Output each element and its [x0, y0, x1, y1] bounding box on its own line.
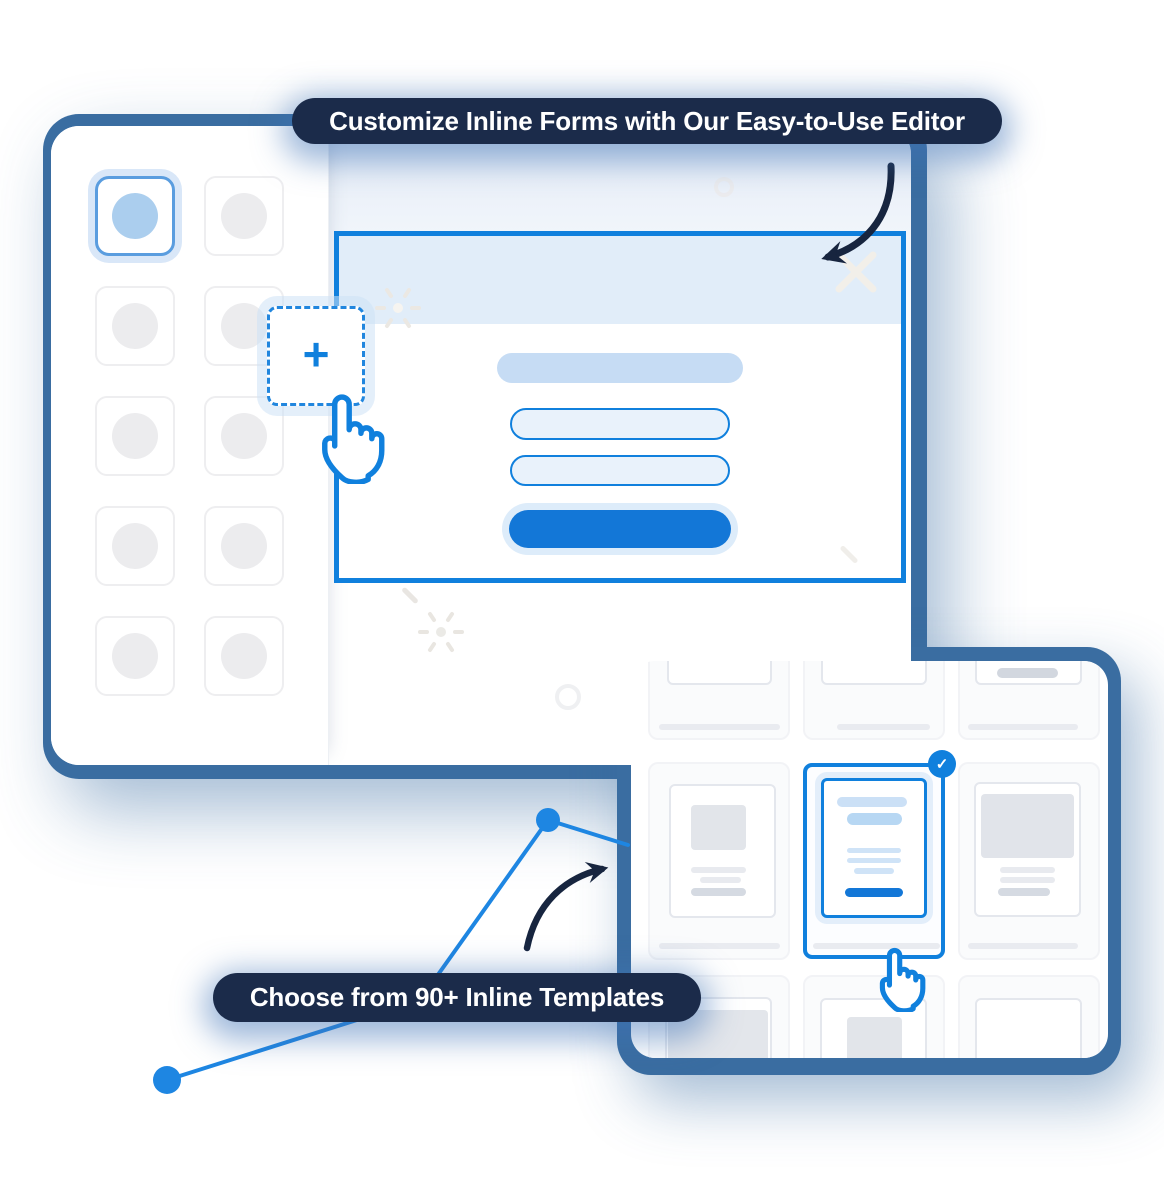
template-preview: [975, 998, 1082, 1058]
tile-dot: [112, 193, 158, 239]
layout-tile[interactable]: [204, 176, 284, 256]
layout-tile[interactable]: [95, 616, 175, 696]
placeholder-shape: [659, 709, 718, 719]
tile-dot: [112, 523, 158, 569]
placeholder-shape: [691, 867, 746, 873]
placeholder-shape: [688, 661, 750, 667]
layout-tile[interactable]: [204, 396, 284, 476]
placeholder-shape: [837, 797, 907, 807]
check-icon: ✓: [935, 755, 949, 773]
placeholder-shape: [990, 1015, 1063, 1025]
placeholder-shape: [1000, 877, 1055, 883]
placeholder-shape: [659, 943, 780, 949]
tile-dot: [221, 523, 267, 569]
placeholder-shape: [997, 668, 1058, 678]
placeholder-shape: [700, 877, 741, 883]
tile-dot: [221, 413, 267, 459]
add-icon: +: [302, 328, 330, 380]
placeholder-shape: [847, 661, 900, 668]
templates-panel: ✓: [631, 661, 1108, 1058]
placeholder-shape: [968, 929, 1026, 939]
placeholder-shape: [847, 813, 902, 825]
template-preview: [667, 661, 772, 685]
add-block-button[interactable]: +: [267, 306, 365, 406]
placeholder-shape: [691, 888, 746, 896]
tile-dot: [221, 303, 267, 349]
layout-tile[interactable]: [95, 506, 175, 586]
form-field-placeholder[interactable]: [510, 455, 730, 486]
placeholder-shape: [837, 724, 930, 730]
caption-templates: Choose from 90+ Inline Templates: [213, 973, 701, 1022]
layout-tile[interactable]: [95, 396, 175, 476]
placeholder-shape: [1000, 867, 1055, 873]
placeholder-shape: [1002, 1033, 1054, 1043]
placeholder-shape: [968, 724, 1078, 730]
placeholder-shape: [854, 868, 894, 874]
inline-form-editor[interactable]: [334, 231, 906, 583]
placeholder-shape: [968, 709, 1026, 719]
form-header-placeholder: [339, 236, 901, 324]
selected-badge: ✓: [928, 750, 956, 778]
form-submit-placeholder[interactable]: [509, 510, 731, 548]
placeholder-shape: [981, 794, 1074, 858]
form-field-placeholder[interactable]: [510, 408, 730, 440]
layout-tile[interactable]: [204, 616, 284, 696]
connector-dot: [536, 808, 560, 832]
connector-line: [165, 818, 630, 1082]
placeholder-shape: [847, 1017, 902, 1058]
placeholder-shape: [847, 858, 901, 863]
placeholder-shape: [659, 929, 718, 939]
placeholder-shape: [998, 888, 1050, 896]
placeholder-shape: [815, 929, 873, 939]
cursor-hand-icon: [879, 947, 926, 1012]
placeholder-shape: [845, 888, 903, 897]
placeholder-shape: [659, 724, 780, 730]
layout-tile[interactable]: [95, 286, 175, 366]
layout-tile[interactable]: [204, 506, 284, 586]
tile-dot: [112, 413, 158, 459]
cursor-hand-icon: [322, 394, 385, 484]
template-preview: [821, 661, 927, 685]
connector-dot: [153, 1066, 181, 1094]
tile-dot: [221, 633, 267, 679]
tile-dot: [112, 633, 158, 679]
curved-arrow-icon: [523, 861, 609, 952]
layout-tile-selected[interactable]: [95, 176, 175, 256]
caption-editor: Customize Inline Forms with Our Easy-to-…: [292, 98, 1002, 144]
placeholder-shape: [847, 848, 901, 853]
tile-dot: [112, 303, 158, 349]
blocks-sidebar: [51, 126, 329, 765]
placeholder-shape: [968, 943, 1078, 949]
form-title-placeholder: [497, 353, 743, 383]
tile-dot: [221, 193, 267, 239]
placeholder-shape: [691, 805, 746, 850]
placeholder-shape: [813, 943, 940, 949]
placeholder-shape: [837, 709, 896, 719]
